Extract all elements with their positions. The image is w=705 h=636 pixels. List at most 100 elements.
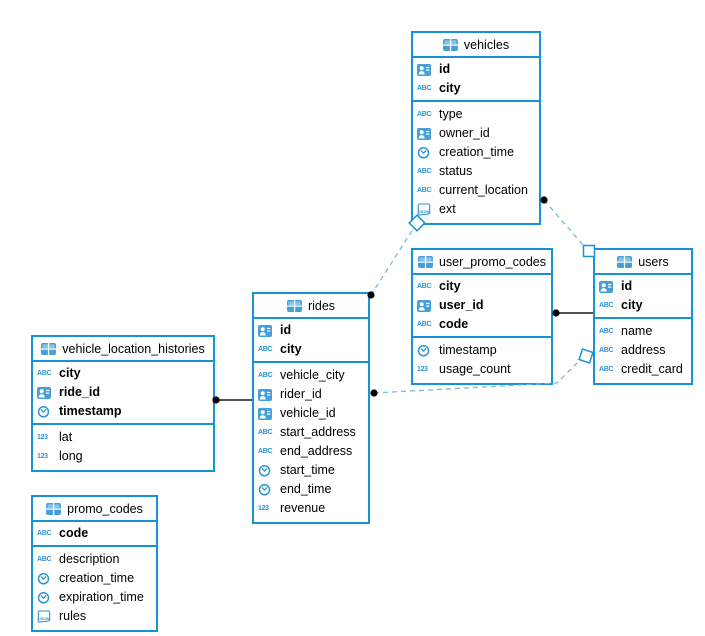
- id-type-icon: [37, 386, 55, 399]
- id-type-icon: [417, 63, 435, 76]
- column-vehicle_location_histories-city[interactable]: ABC city: [33, 364, 213, 383]
- column-promo_codes-rules[interactable]: JSON rules: [33, 607, 156, 626]
- column-users-credit_card[interactable]: ABC credit_card: [595, 360, 691, 379]
- column-name: address: [621, 343, 666, 357]
- column-name: rules: [59, 609, 87, 623]
- column-vehicles-ext[interactable]: JSON ext: [413, 200, 539, 219]
- string-type-icon: ABC: [599, 346, 614, 354]
- relation-endpoint-square: [578, 348, 594, 364]
- table-header-promo_codes[interactable]: promo_codes: [33, 497, 156, 522]
- json-type-icon: JSON: [37, 610, 55, 623]
- column-name: owner_id: [439, 126, 490, 140]
- column-name: code: [59, 526, 89, 540]
- column-users-id[interactable]: id: [595, 277, 691, 296]
- column-users-address[interactable]: ABC address: [595, 341, 691, 360]
- column-vehicles-id[interactable]: id: [413, 60, 539, 79]
- timestamp-type-icon: [37, 405, 55, 418]
- string-type-icon: ABC: [599, 301, 614, 309]
- timestamp-type-icon: [37, 591, 55, 604]
- id-type-icon: [417, 299, 435, 312]
- column-rides-id[interactable]: id: [254, 321, 368, 340]
- column-vehicle_location_histories-timestamp[interactable]: timestamp: [33, 402, 213, 421]
- column-rides-start_time[interactable]: start_time: [254, 461, 368, 480]
- table-title: user_promo_codes: [438, 254, 546, 269]
- column-name: timestamp: [439, 343, 497, 357]
- column-vehicle_location_histories-ride_id[interactable]: ride_id: [33, 383, 213, 402]
- relation-endpoint-dot: [370, 389, 378, 397]
- string-type-icon: ABC: [599, 365, 614, 373]
- table-header-users[interactable]: users: [595, 250, 691, 275]
- column-name: type: [439, 107, 463, 121]
- timestamp-type-icon: [258, 464, 276, 477]
- column-name: timestamp: [59, 404, 122, 418]
- column-promo_codes-creation_time[interactable]: creation_time: [33, 569, 156, 588]
- string-type-icon: ABC: [37, 555, 52, 563]
- table-header-rides[interactable]: rides: [254, 294, 368, 319]
- column-name: city: [621, 298, 643, 312]
- timestamp-type-icon: [417, 344, 435, 357]
- json-type-icon: JSON: [417, 203, 435, 216]
- column-name: city: [439, 279, 461, 293]
- column-users-city[interactable]: ABC city: [595, 296, 691, 315]
- number-type-icon: 123: [258, 504, 269, 512]
- relation-line-vehicles-users[interactable]: [543, 199, 584, 246]
- column-name: end_time: [280, 482, 332, 496]
- column-name: city: [59, 366, 81, 380]
- column-rides-rider_id[interactable]: rider_id: [254, 385, 368, 404]
- column-vehicles-owner_id[interactable]: owner_id: [413, 124, 539, 143]
- column-promo_codes-expiration_time[interactable]: expiration_time: [33, 588, 156, 607]
- number-type-icon: 123: [37, 452, 48, 460]
- column-rides-end_time[interactable]: end_time: [254, 480, 368, 499]
- column-name: city: [439, 81, 461, 95]
- column-name: city: [280, 342, 302, 356]
- column-name: credit_card: [621, 362, 683, 376]
- column-name: name: [621, 324, 653, 338]
- column-name: start_time: [280, 463, 335, 477]
- relation-endpoint-dot: [552, 309, 560, 317]
- table-header-vehicle_location_histories[interactable]: vehicle_location_histories: [33, 337, 213, 362]
- table-title: rides: [307, 298, 336, 313]
- column-name: creation_time: [439, 145, 515, 159]
- table-icon: [41, 342, 57, 355]
- column-rides-vehicle_id[interactable]: vehicle_id: [254, 404, 368, 423]
- table-title: vehicle_location_histories: [62, 341, 205, 356]
- table-header-vehicles[interactable]: vehicles: [413, 33, 539, 58]
- table-header-user_promo_codes[interactable]: user_promo_codes: [413, 250, 551, 275]
- column-vehicles-creation_time[interactable]: creation_time: [413, 143, 539, 162]
- column-name: ext: [439, 202, 456, 216]
- key-columns-section: ABC city ride_id timestamp: [33, 362, 213, 425]
- column-name: ride_id: [59, 385, 100, 399]
- string-type-icon: ABC: [37, 369, 52, 377]
- column-user_promo_codes-timestamp[interactable]: timestamp: [413, 341, 551, 360]
- column-name: vehicle_city: [280, 368, 345, 382]
- column-user_promo_codes-user_id[interactable]: user_id: [413, 296, 551, 315]
